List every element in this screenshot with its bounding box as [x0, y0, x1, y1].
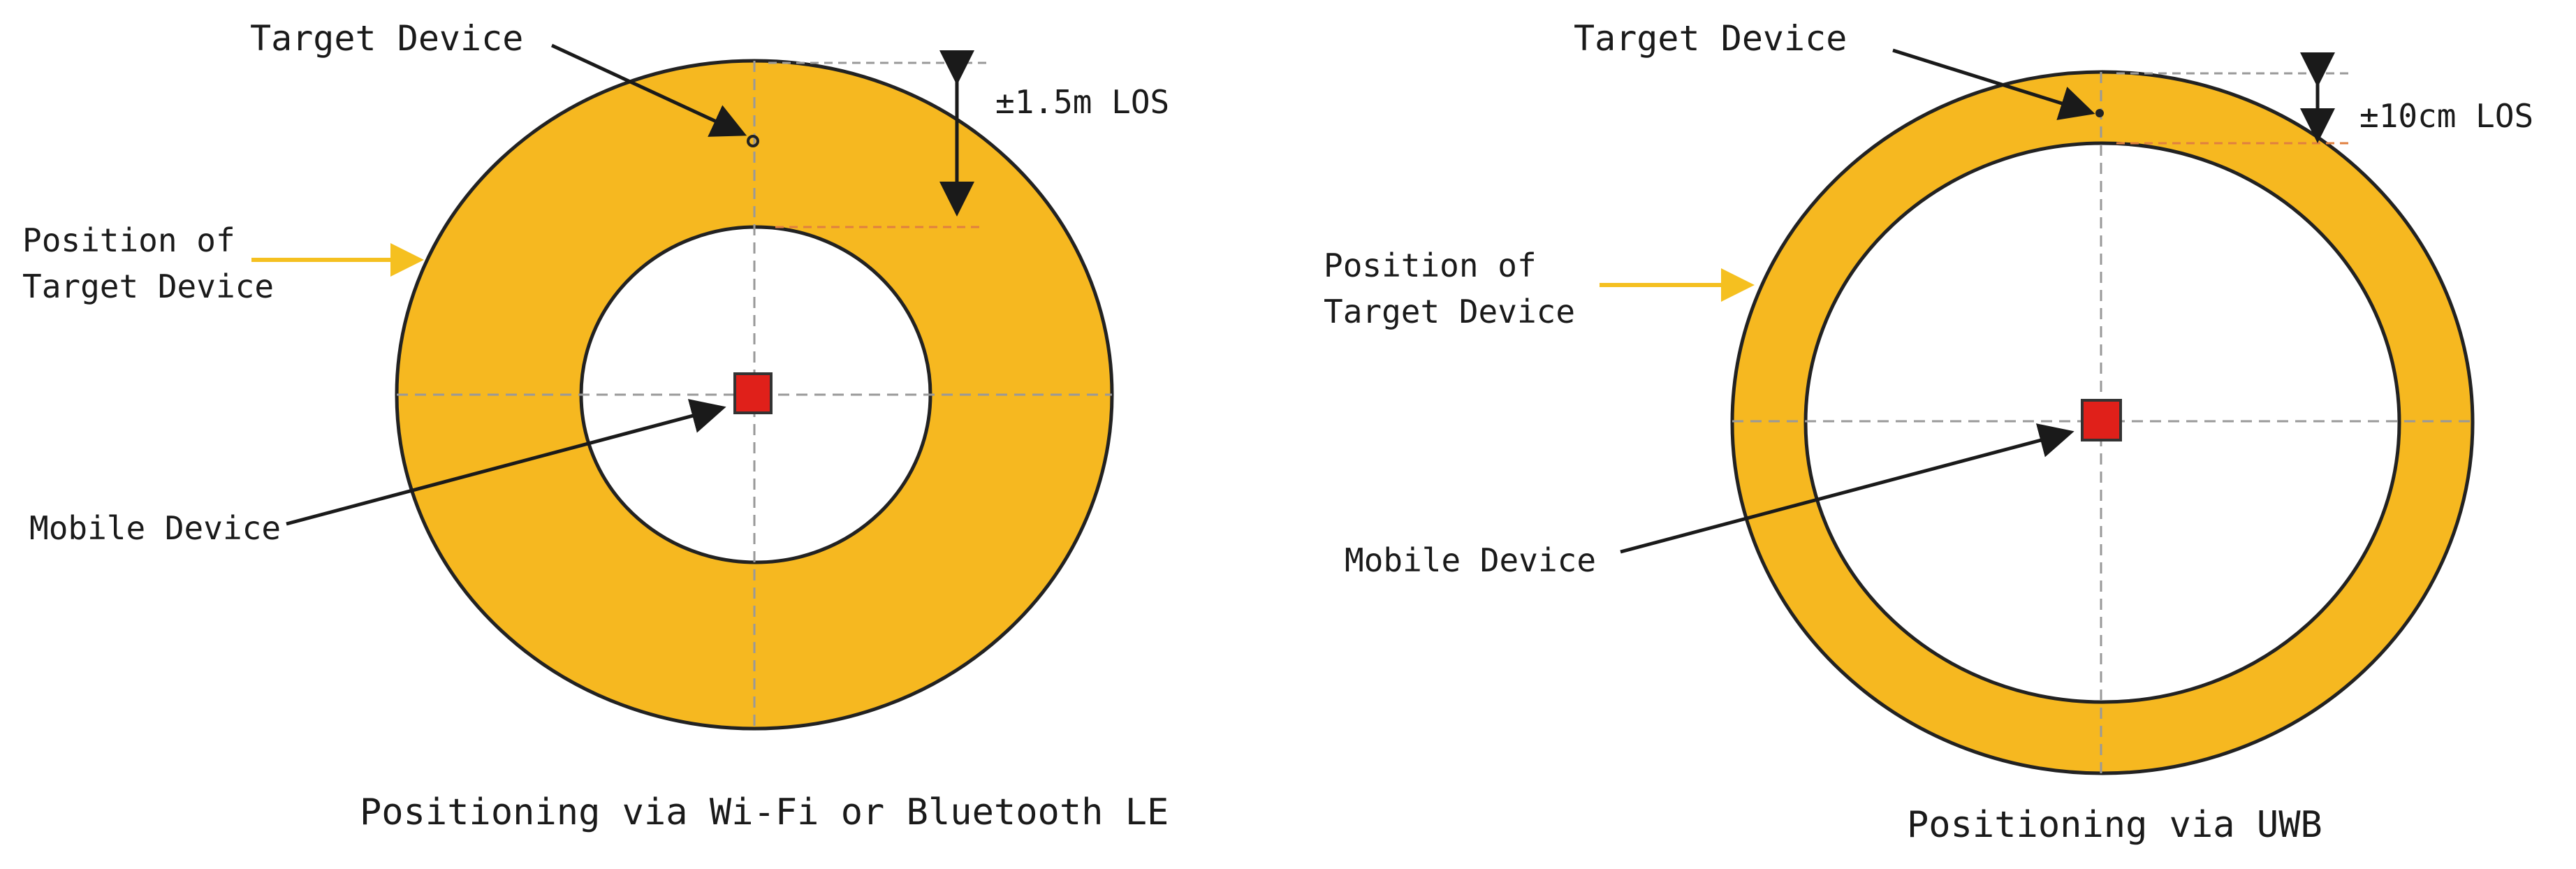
- mobile-device-arrow: [286, 399, 726, 526]
- accuracy-label: ±10cm LOS: [2359, 97, 2533, 135]
- accuracy-label: ±1.5m LOS: [995, 83, 1169, 121]
- panel-uwb: Target Device ±10cm LOS Position of Targ…: [1324, 18, 2533, 846]
- mobile-device-marker: [2081, 399, 2122, 441]
- position-label-line2: Target Device: [1324, 293, 1575, 330]
- target-device-dot: [747, 135, 759, 147]
- target-device-label: Target Device: [1574, 18, 1847, 59]
- mobile-device-marker: [733, 372, 773, 414]
- caption: Positioning via Wi-Fi or Bluetooth LE: [360, 791, 1169, 833]
- caption: Positioning via UWB: [1907, 804, 2322, 846]
- position-label-line1: Position of: [1324, 247, 1537, 284]
- target-device-label: Target Device: [250, 18, 523, 59]
- panel-wifi-bluetooth: Target Device ±1.5m LOS Position of Targ…: [22, 18, 1169, 833]
- target-device-dot: [2095, 109, 2104, 117]
- position-label-line1: Position of: [22, 221, 235, 259]
- mobile-device-arrow: [1620, 423, 2074, 554]
- mobile-device-label: Mobile Device: [1345, 541, 1596, 579]
- position-label-line2: Target Device: [22, 268, 274, 305]
- target-device-arrow: [1892, 48, 2095, 120]
- target-device-arrow: [550, 43, 747, 137]
- mobile-device-label: Mobile Device: [29, 509, 281, 547]
